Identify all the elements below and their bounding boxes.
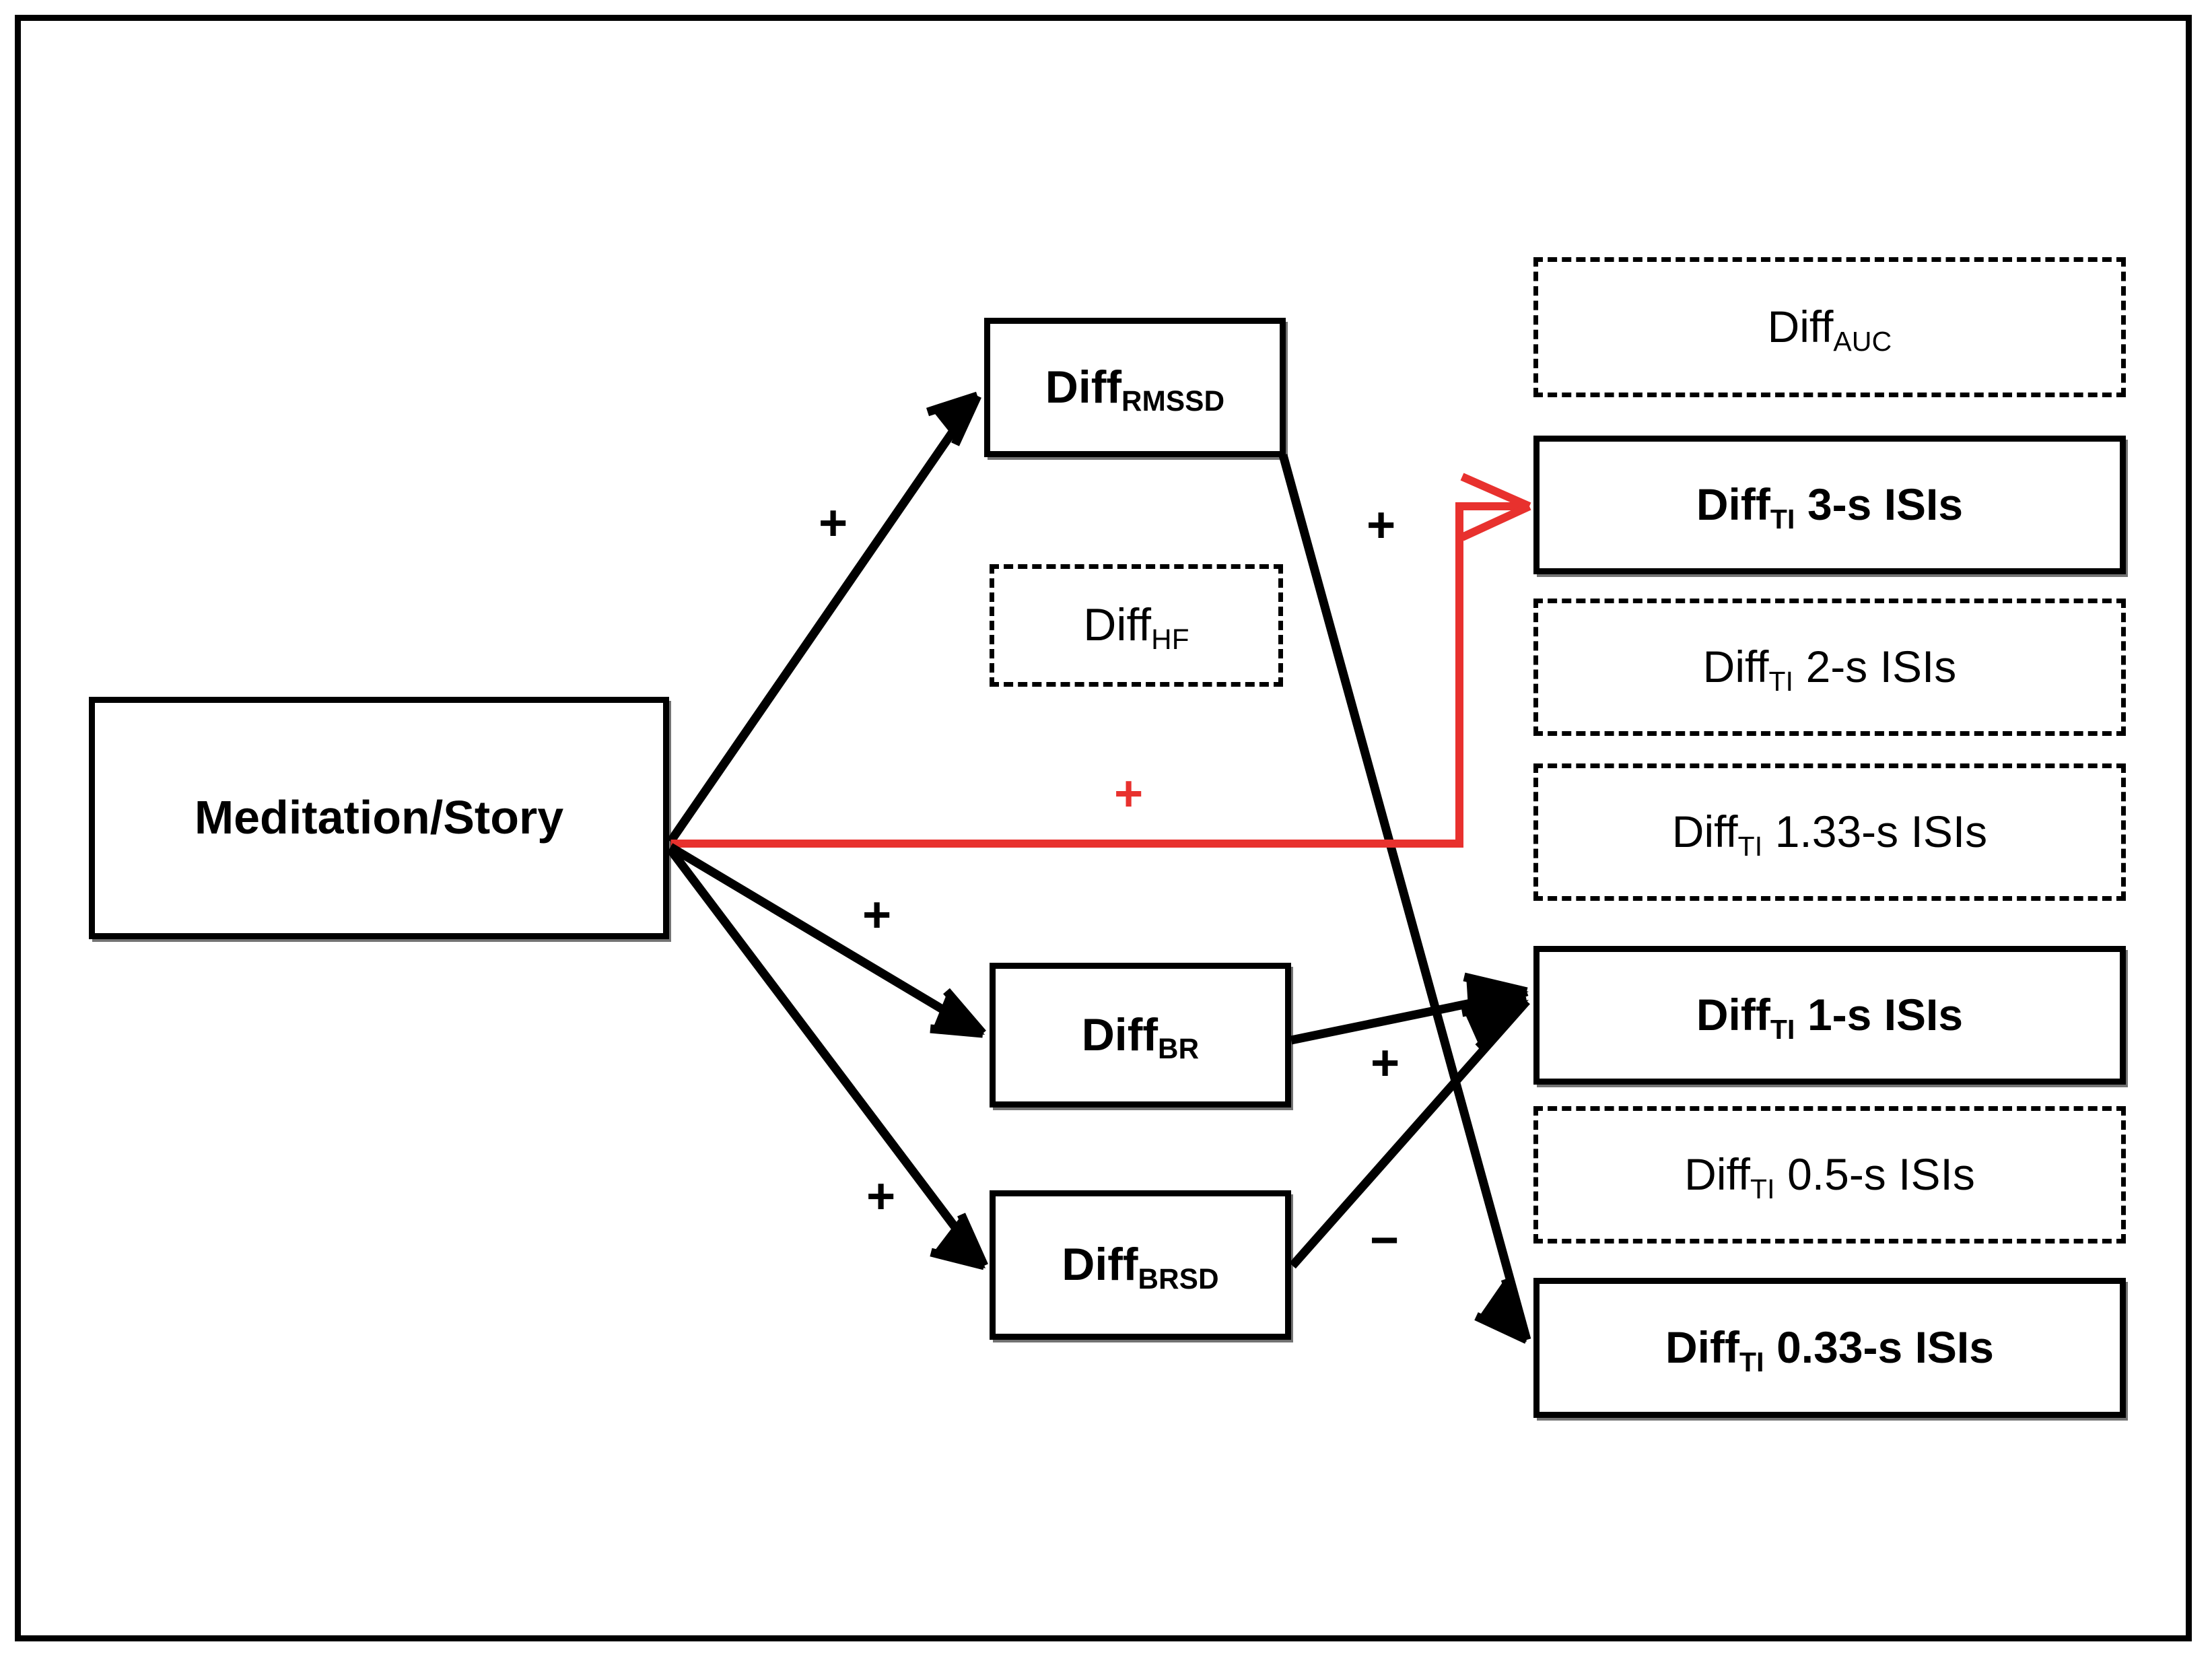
- node-diff-ti-3s-subscript: TI: [1770, 503, 1795, 535]
- node-diff-ti-033s-subscript: TI: [1739, 1346, 1764, 1377]
- node-diff-ti-133s-subscript: TI: [1737, 830, 1763, 862]
- edge-sign-meditation-to-rmssd: +: [819, 495, 848, 551]
- node-diff-ti-3s-base: Diff: [1696, 479, 1770, 530]
- node-diff-auc[interactable]: DiffAUC: [1533, 257, 2126, 397]
- node-diff-auc-label: DiffAUC: [1767, 302, 1892, 355]
- node-diff-ti-033s-base: Diff: [1665, 1322, 1739, 1373]
- node-diff-auc-subscript: AUC: [1833, 325, 1892, 357]
- edge-sign-meditation-to-br: +: [862, 887, 892, 943]
- node-meditation-story[interactable]: Meditation/Story: [89, 697, 669, 939]
- node-diff-ti-1s-subscript: TI: [1770, 1013, 1795, 1045]
- node-diff-auc-base: Diff: [1767, 302, 1834, 352]
- node-diff-ti-1s-tail: 1-s ISIs: [1795, 990, 1964, 1040]
- node-diff-ti-2s-base: Diff: [1702, 642, 1769, 692]
- node-diff-ti-2s-subscript: TI: [1768, 665, 1794, 697]
- node-diff-ti-033s-label: DiffTI 0.33-s ISIs: [1665, 1322, 1994, 1376]
- node-diff-br-base: Diff: [1081, 1009, 1158, 1060]
- node-diff-ti-1s[interactable]: DiffTI 1-s ISIs: [1533, 946, 2126, 1085]
- node-diff-ti-1s-base: Diff: [1696, 990, 1770, 1040]
- node-diff-rmssd-label: DiffRMSSD: [1045, 361, 1225, 416]
- node-diff-ti-3s[interactable]: DiffTI 3-s ISIs: [1533, 436, 2126, 574]
- node-diff-hf-base: Diff: [1083, 599, 1152, 651]
- node-diff-ti-033s[interactable]: DiffTI 0.33-s ISIs: [1533, 1278, 2126, 1418]
- node-diff-ti-3s-tail: 3-s ISIs: [1795, 479, 1964, 530]
- node-diff-ti-05s[interactable]: DiffTI 0.5-s ISIs: [1533, 1106, 2126, 1244]
- node-diff-ti-133s-label: DiffTI 1.33-s ISIs: [1671, 807, 1988, 860]
- node-diff-rmssd-base: Diff: [1045, 361, 1122, 413]
- node-diff-brsd-label: DiffBRSD: [1062, 1239, 1219, 1294]
- node-diff-br-label: DiffBR: [1081, 1009, 1200, 1064]
- node-diff-ti-05s-tail: 0.5-s ISIs: [1774, 1149, 1975, 1200]
- edge-sign-meditation-to-brsd: +: [866, 1168, 896, 1224]
- node-diff-hf-label: DiffHF: [1083, 599, 1189, 654]
- node-diff-brsd-subscript: BRSD: [1138, 1262, 1219, 1295]
- node-diff-ti-05s-subscript: TI: [1750, 1173, 1775, 1204]
- node-diff-ti-133s[interactable]: DiffTI 1.33-s ISIs: [1533, 763, 2126, 901]
- node-diff-ti-133s-base: Diff: [1671, 807, 1738, 857]
- node-diff-brsd-base: Diff: [1062, 1239, 1138, 1291]
- node-diff-rmssd-subscript: RMSSD: [1121, 385, 1225, 417]
- node-diff-ti-3s-label: DiffTI 3-s ISIs: [1696, 479, 1964, 533]
- edge-sign-rmssd-to-033s: +: [1367, 497, 1396, 553]
- node-diff-ti-2s[interactable]: DiffTI 2-s ISIs: [1533, 599, 2126, 736]
- node-diff-ti-2s-tail: 2-s ISIs: [1793, 642, 1957, 692]
- node-meditation-story-label: Meditation/Story: [194, 791, 564, 844]
- node-diff-ti-2s-label: DiffTI 2-s ISIs: [1702, 642, 1957, 695]
- edge-sign-meditation-to-3s: +: [1114, 765, 1144, 821]
- node-diff-br-subscript: BR: [1158, 1033, 1200, 1065]
- node-diff-rmssd[interactable]: DiffRMSSD: [984, 318, 1286, 457]
- node-diff-ti-05s-base: Diff: [1684, 1149, 1750, 1200]
- edge-sign-br-to-1s: +: [1371, 1035, 1400, 1091]
- node-diff-ti-133s-tail: 1.33-s ISIs: [1762, 807, 1988, 857]
- node-diff-ti-05s-label: DiffTI 0.5-s ISIs: [1684, 1149, 1975, 1203]
- node-diff-ti-1s-label: DiffTI 1-s ISIs: [1696, 990, 1964, 1044]
- node-diff-hf[interactable]: DiffHF: [990, 564, 1283, 687]
- edge-sign-brsd-to-1s: −: [1370, 1212, 1399, 1268]
- node-diff-ti-033s-tail: 0.33-s ISIs: [1764, 1322, 1994, 1373]
- node-diff-br[interactable]: DiffBR: [990, 963, 1291, 1108]
- node-diff-brsd[interactable]: DiffBRSD: [990, 1190, 1291, 1340]
- node-diff-hf-subscript: HF: [1151, 623, 1189, 655]
